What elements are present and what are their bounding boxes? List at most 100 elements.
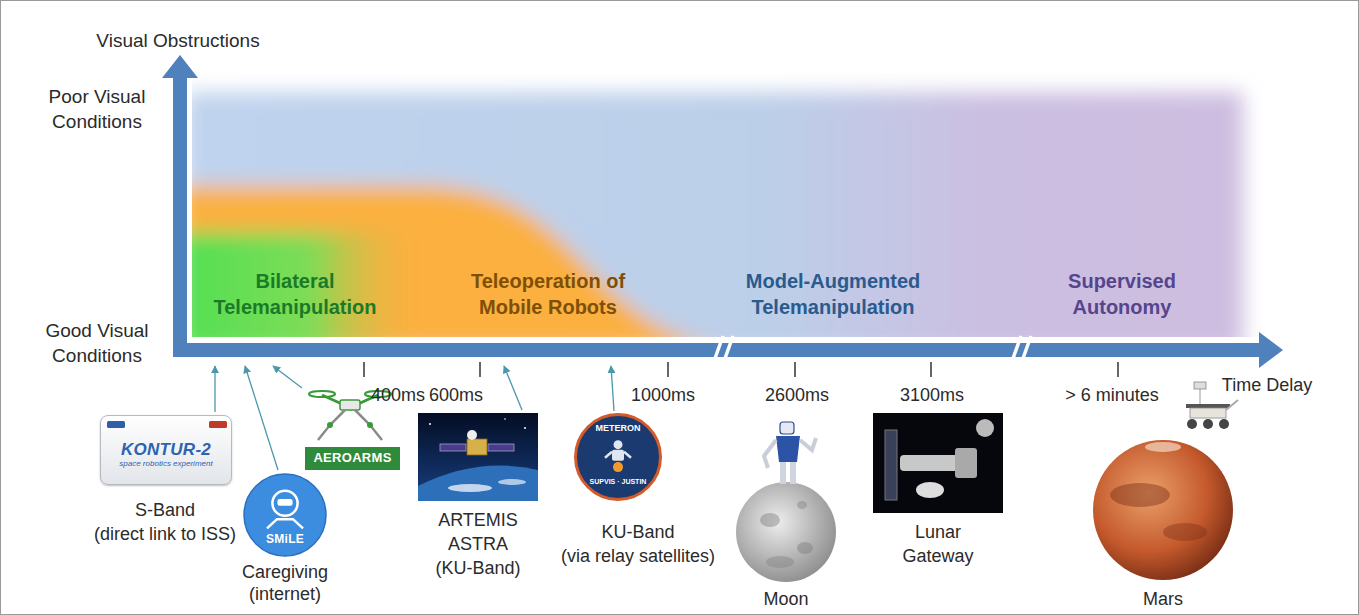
logo-text: METERON bbox=[596, 423, 641, 433]
text-line: Lunar bbox=[902, 520, 973, 544]
tick bbox=[479, 362, 481, 377]
text-line: 1000ms bbox=[631, 384, 695, 406]
mission-patch: METERON SUPVIS · JUSTIN bbox=[574, 413, 662, 501]
module bbox=[900, 455, 960, 471]
text-line: Bilateral bbox=[214, 268, 377, 294]
text-line: (via relay satellites) bbox=[561, 544, 715, 568]
text-line: (internet) bbox=[242, 583, 328, 605]
tick-label: 2600ms bbox=[765, 384, 829, 406]
solar-array bbox=[885, 430, 897, 500]
tick bbox=[363, 362, 365, 377]
star bbox=[504, 418, 506, 420]
capsule bbox=[916, 482, 944, 498]
drone-arm bbox=[322, 395, 342, 404]
gateway-picture bbox=[873, 413, 1003, 513]
axis-label: Poor Visual Conditions bbox=[49, 84, 146, 134]
visor-icon bbox=[277, 499, 292, 506]
axis-label: Good Visual Conditions bbox=[45, 318, 148, 368]
text-line: Mars bbox=[1143, 588, 1183, 610]
rover-wheel bbox=[1203, 419, 1213, 429]
robot-arm bbox=[764, 440, 776, 468]
text-line: Supervised bbox=[1068, 268, 1176, 294]
axis-label: Time Delay bbox=[1222, 374, 1312, 396]
caption: S-Band (direct link to ISS) bbox=[94, 498, 236, 546]
logo-text: SMiLE bbox=[266, 533, 304, 547]
patch-shape bbox=[576, 415, 661, 500]
leader-line bbox=[611, 366, 614, 411]
axis-break bbox=[1011, 336, 1021, 364]
solar-panel bbox=[440, 444, 466, 451]
polar-cap bbox=[1145, 442, 1181, 452]
text-line: > 6 minutes bbox=[1065, 384, 1159, 406]
tick-label: 600ms bbox=[429, 384, 483, 406]
sun-icon bbox=[613, 462, 623, 472]
text-line: Model-Augmented bbox=[746, 268, 920, 294]
region-label: Bilateral Telemanipulation bbox=[214, 268, 377, 320]
text-line: Gateway bbox=[902, 544, 973, 568]
helmet-icon bbox=[272, 491, 297, 516]
robot-torso bbox=[776, 436, 800, 462]
star bbox=[524, 427, 526, 429]
text-line: Mobile Robots bbox=[471, 294, 625, 320]
caption: Moon bbox=[763, 588, 808, 610]
region-label: Supervised Autonomy bbox=[1068, 268, 1176, 320]
earth bbox=[418, 466, 538, 501]
leader-line bbox=[273, 366, 302, 388]
text-line: 400ms bbox=[371, 384, 425, 406]
robot-icon bbox=[612, 450, 624, 461]
text-line: Conditions bbox=[45, 343, 148, 368]
robot-icon bbox=[624, 452, 631, 458]
moon bbox=[736, 482, 836, 582]
moon-picture bbox=[736, 422, 836, 582]
text-line: Caregiving bbox=[242, 561, 328, 583]
rover-body bbox=[1190, 408, 1226, 418]
agency-logo bbox=[209, 421, 227, 428]
y-axis bbox=[173, 74, 187, 357]
caption: Mars bbox=[1143, 588, 1183, 610]
text-line: 600ms bbox=[429, 384, 483, 406]
leader-line bbox=[504, 366, 522, 410]
logo-text: AEROARMS bbox=[313, 451, 391, 466]
tick bbox=[930, 362, 932, 377]
satellite-picture bbox=[418, 413, 538, 501]
tick bbox=[667, 362, 669, 377]
space-ground bbox=[873, 413, 1003, 513]
caption: ARTEMIS ASTRA (KU-Band) bbox=[435, 508, 520, 580]
rover-wheel bbox=[1187, 419, 1197, 429]
rover-deck bbox=[1186, 404, 1230, 408]
star bbox=[429, 423, 431, 425]
y-axis-head bbox=[162, 55, 198, 78]
ticks bbox=[364, 362, 1118, 377]
rover-wheel bbox=[1219, 419, 1229, 429]
solar-panel bbox=[488, 444, 514, 451]
text-line: KU-Band bbox=[561, 520, 715, 544]
robot-icon bbox=[605, 452, 612, 458]
crater bbox=[797, 542, 813, 554]
region-label: Teleoperation of Mobile Robots bbox=[471, 268, 625, 320]
space-ground bbox=[418, 413, 538, 501]
logo-subtext: space robotics experiment bbox=[119, 459, 212, 468]
text-line: Telemanipulation bbox=[746, 294, 920, 320]
text-line: Telemanipulation bbox=[214, 294, 377, 320]
tick bbox=[794, 362, 796, 377]
text-line: S-Band bbox=[94, 498, 236, 522]
logo-badge: KONTUR-2space robotics experiment bbox=[100, 415, 232, 485]
manipulator bbox=[318, 410, 345, 440]
axis-break bbox=[723, 336, 733, 364]
tick-label: > 6 minutes bbox=[1065, 384, 1159, 406]
rover-head bbox=[1194, 382, 1206, 389]
axis-break bbox=[1021, 336, 1031, 364]
axis-break bbox=[713, 336, 723, 364]
region-blur bbox=[192, 92, 1243, 337]
marking bbox=[1110, 483, 1170, 507]
crater bbox=[766, 556, 794, 568]
caption: Lunar Gateway bbox=[902, 520, 973, 568]
robot-icon bbox=[614, 440, 623, 449]
rover-arm bbox=[1226, 400, 1238, 410]
robot-arm bbox=[800, 438, 816, 450]
drone-body bbox=[340, 400, 360, 410]
text-line: ARTEMIS bbox=[435, 508, 520, 532]
logo-subtext: SUPVIS · JUSTIN bbox=[590, 478, 647, 486]
text-line: Autonomy bbox=[1068, 294, 1176, 320]
